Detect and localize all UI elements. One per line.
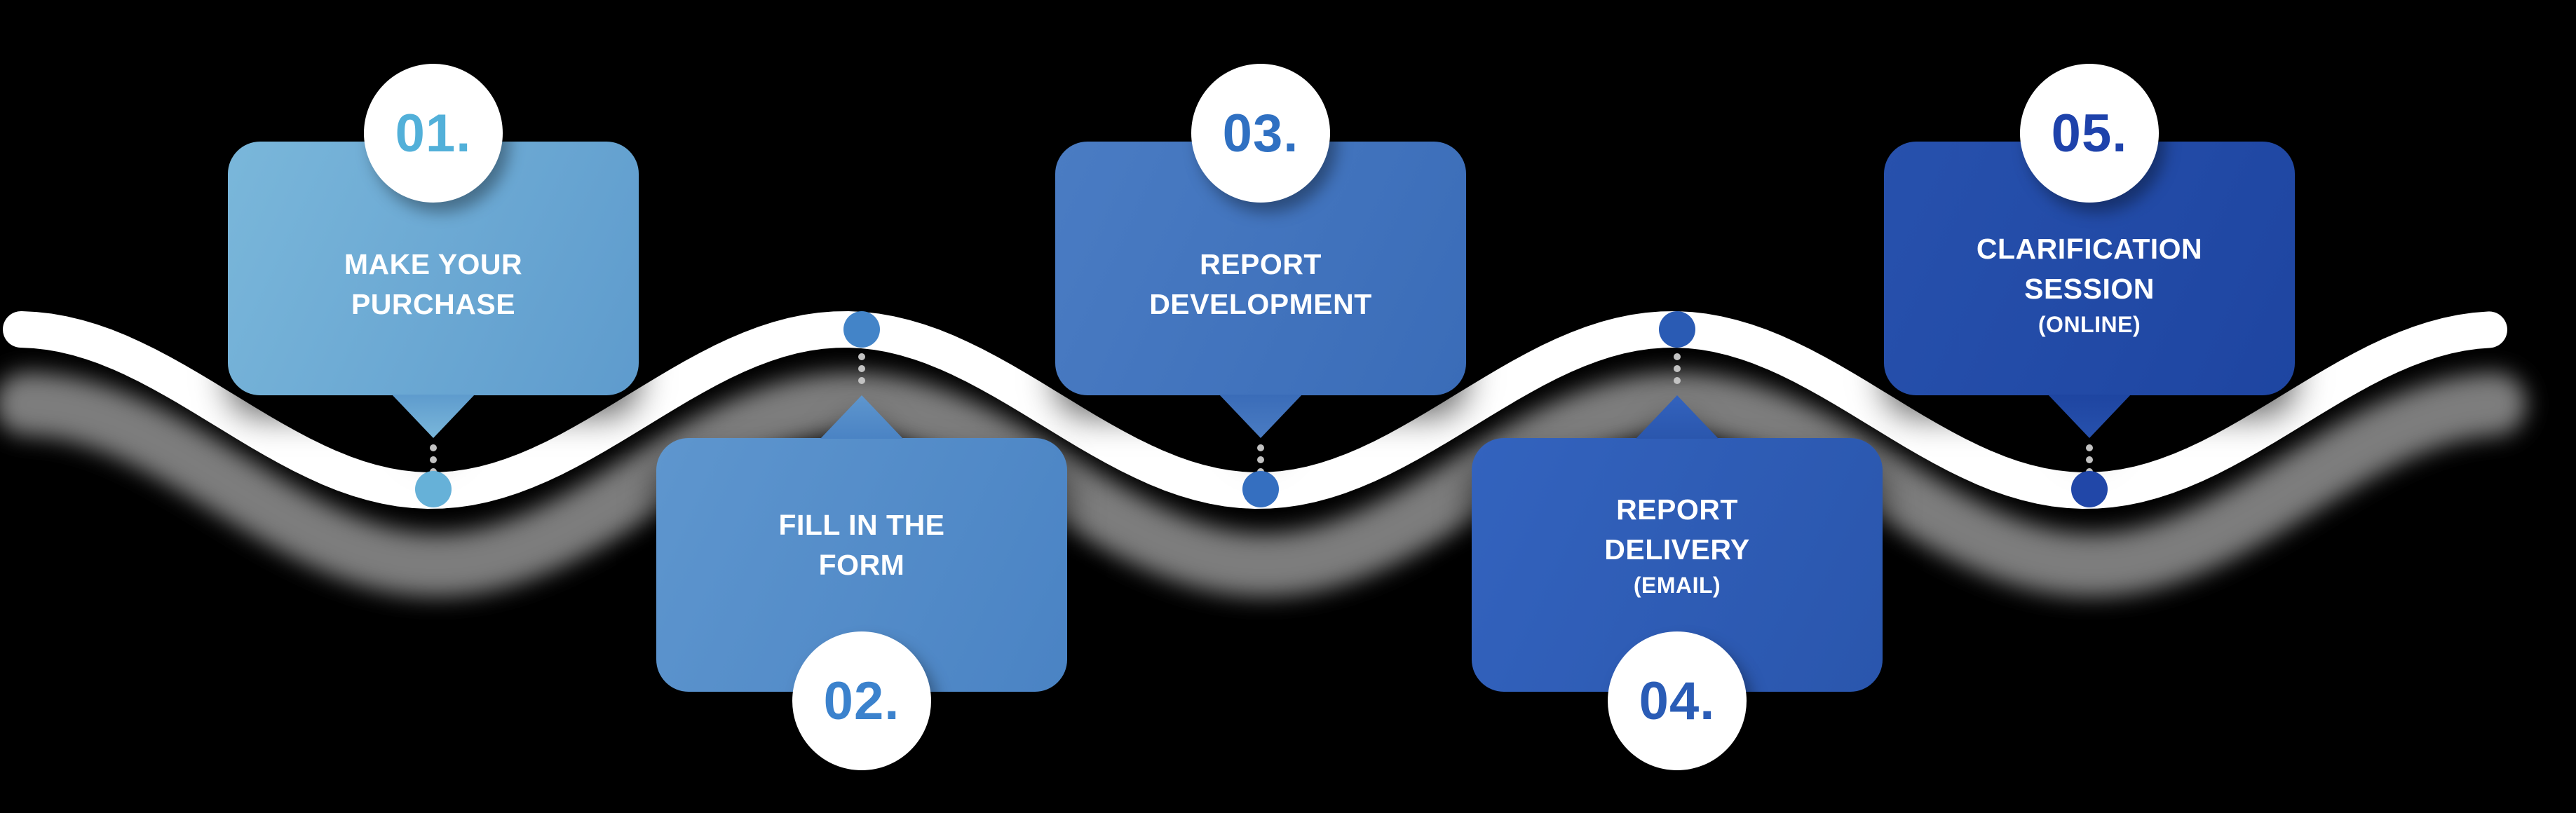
title-line: DEVELOPMENT <box>1149 288 1372 320</box>
connector-dot <box>858 353 865 360</box>
pointer-triangle-down <box>392 395 475 438</box>
step-number-badge: 03. <box>1191 64 1330 203</box>
step-number: 04. <box>1639 671 1716 731</box>
connector-dot <box>858 377 865 384</box>
title-line: FORM <box>818 549 905 581</box>
connector-dot <box>1674 365 1681 372</box>
wave-node <box>843 311 880 348</box>
title-line: DELIVERY <box>1604 533 1750 566</box>
step-title: CLARIFICATION SESSION (ONLINE) <box>1912 229 2267 340</box>
step-5: CLARIFICATION SESSION (ONLINE) 05. <box>1884 0 2295 813</box>
wave-node <box>2071 471 2108 507</box>
connector-dot <box>1674 353 1681 360</box>
step-number: 02. <box>823 671 900 731</box>
step-number-badge: 02. <box>792 631 931 770</box>
step-number: 03. <box>1222 103 1299 163</box>
connector-dot <box>2086 444 2093 451</box>
step-card: FILL IN THE FORM <box>656 438 1067 692</box>
step-2: FILL IN THE FORM 02. <box>656 0 1067 813</box>
connector-dot <box>1257 444 1264 451</box>
connector-dot <box>2086 456 2093 463</box>
wave-node <box>1659 311 1695 348</box>
title-line: MAKE YOUR <box>344 248 523 280</box>
title-line: REPORT <box>1200 248 1322 280</box>
connector-dot <box>430 444 437 451</box>
step-title: REPORT DEVELOPMENT <box>1083 245 1438 324</box>
pointer-triangle-up <box>820 395 903 439</box>
step-number-badge: 05. <box>2020 64 2159 203</box>
connector-dot <box>1257 456 1264 463</box>
title-line: SESSION <box>2024 273 2155 305</box>
pointer-triangle-up <box>1636 395 1719 439</box>
title-subline: (EMAIL) <box>1633 573 1721 598</box>
pointer-triangle-down <box>2048 395 2131 438</box>
pointer-triangle-down <box>1219 395 1302 438</box>
step-title: REPORT DELIVERY (EMAIL) <box>1500 490 1855 601</box>
step-title: MAKE YOUR PURCHASE <box>256 245 611 324</box>
step-number-badge: 04. <box>1608 631 1747 770</box>
title-line: FILL IN THE <box>778 509 945 541</box>
step-3: REPORT DEVELOPMENT 03. <box>1055 0 1466 813</box>
title-line: CLARIFICATION <box>1976 233 2203 265</box>
connector-dot <box>1674 377 1681 384</box>
wave-shadow <box>0 371 2526 597</box>
step-title: FILL IN THE FORM <box>684 505 1039 585</box>
step-4: REPORT DELIVERY (EMAIL) 04. <box>1472 0 1883 813</box>
step-number-badge: 01. <box>364 64 503 203</box>
wave-node <box>415 471 452 507</box>
step-number: 01. <box>395 103 472 163</box>
title-line: PURCHASE <box>351 288 516 320</box>
connector-dot <box>430 456 437 463</box>
title-subline: (ONLINE) <box>2038 312 2141 337</box>
title-line: REPORT <box>1616 493 1738 526</box>
connector-dot <box>858 365 865 372</box>
step-1: MAKE YOUR PURCHASE 01. <box>228 0 639 813</box>
step-number: 05. <box>2051 103 2128 163</box>
card-shadow-wrap: FILL IN THE FORM <box>656 0 1067 813</box>
wave-node <box>1242 471 1279 507</box>
